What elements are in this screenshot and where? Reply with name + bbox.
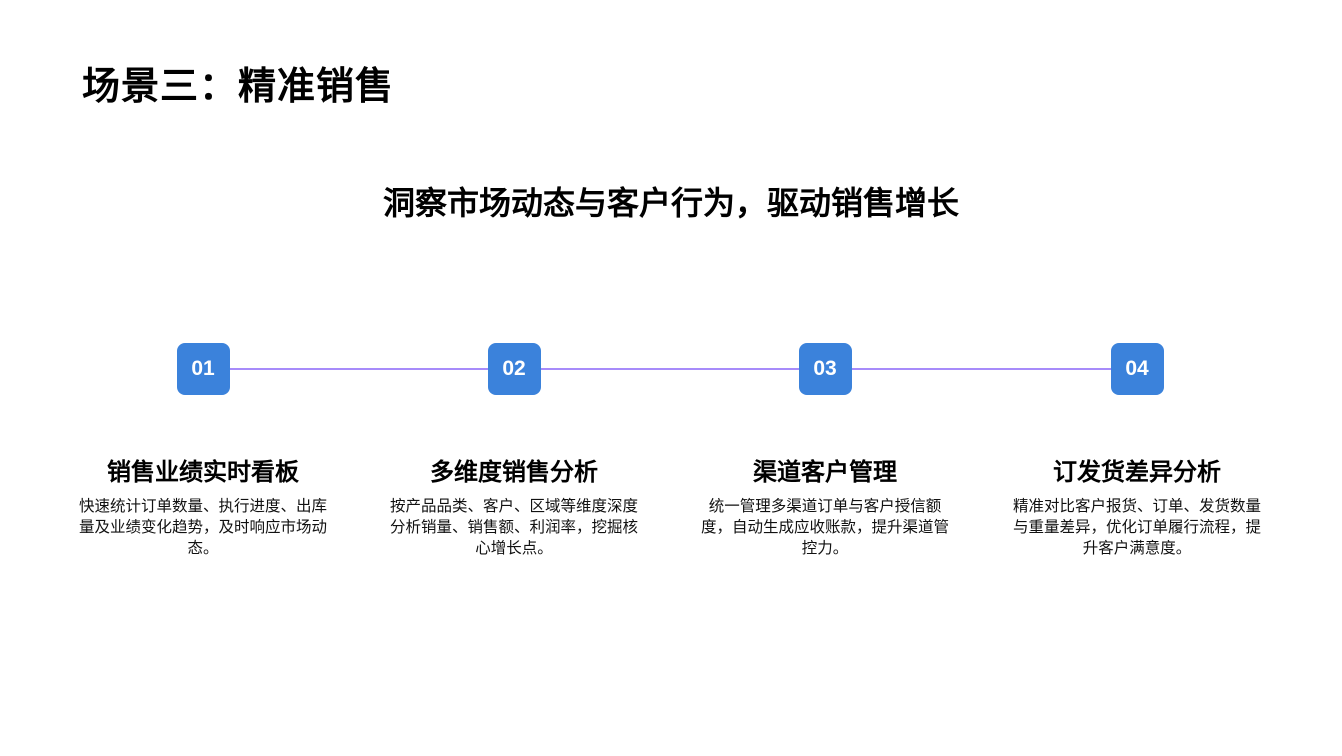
step-title-01: 销售业绩实时看板 xyxy=(107,458,299,486)
step-title-04: 订发货差异分析 xyxy=(1053,458,1221,486)
step-title-03: 渠道客户管理 xyxy=(753,458,897,486)
step-badge-04: 04 xyxy=(1110,343,1164,395)
timeline-line xyxy=(203,368,1137,370)
step-badge-03: 03 xyxy=(798,343,852,395)
step-badge-02: 02 xyxy=(487,343,541,395)
step-description-01: 快速统计订单数量、执行进度、出库量及业绩变化趋势，及时响应市场动态。 xyxy=(78,497,327,557)
step-description-04: 精准对比客户报货、订单、发货数量与重量差异，优化订单履行流程，提升客户满意度。 xyxy=(1012,497,1261,557)
step-description-02: 按产品品类、客户、区域等维度深度分析销量、销售额、利润率，挖掘核心增长点。 xyxy=(389,497,638,557)
step-badge-01: 01 xyxy=(176,343,230,395)
page-subtitle: 洞察市场动态与客户行为，驱动销售增长 xyxy=(382,184,959,222)
step-description-03: 统一管理多渠道订单与客户授信额度，自动生成应收账款，提升渠道管控力。 xyxy=(700,497,949,557)
step-title-02: 多维度销售分析 xyxy=(430,458,598,486)
page-title: 场景三：精准销售 xyxy=(82,64,395,108)
